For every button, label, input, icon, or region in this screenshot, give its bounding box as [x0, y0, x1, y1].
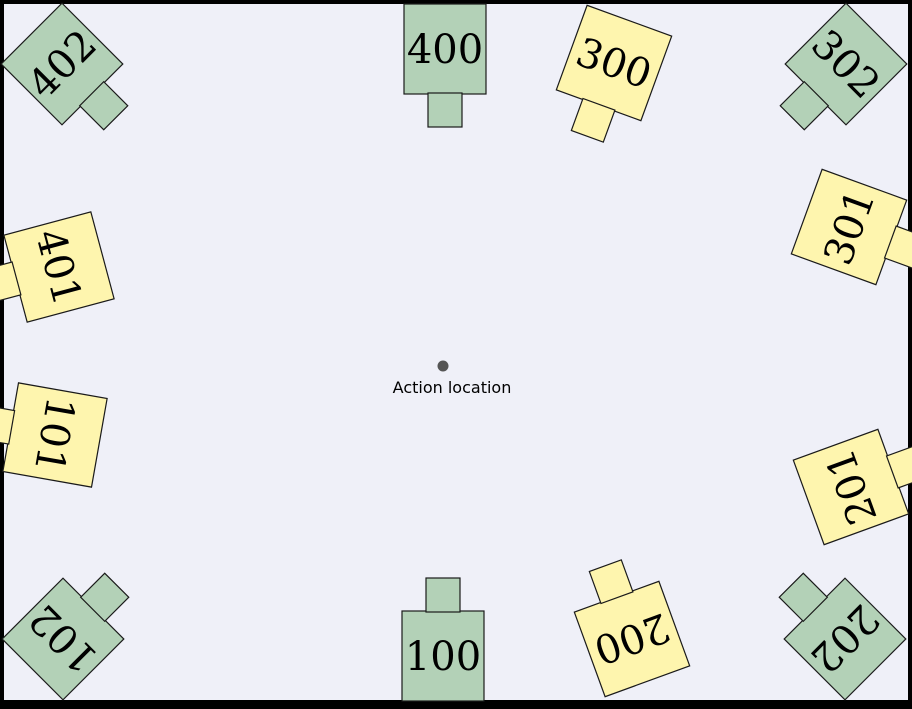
- action-location-marker: [437, 360, 449, 372]
- device-401: 401: [0, 211, 115, 323]
- device-connector: [570, 97, 616, 143]
- device-connector: [885, 443, 912, 489]
- device-102: 102: [1, 572, 130, 701]
- device-connector: [779, 80, 830, 131]
- device-connector: [588, 559, 634, 605]
- device-302: 302: [779, 2, 908, 131]
- action-location: Action location: [393, 360, 512, 397]
- device-202: 202: [778, 572, 907, 701]
- device-402: 402: [0, 2, 129, 131]
- device-100: 100: [401, 577, 485, 702]
- device-connector: [0, 261, 22, 305]
- device-connector: [78, 80, 129, 131]
- device-label: 400: [407, 27, 483, 73]
- device-connector: [883, 225, 912, 271]
- device-label: 100: [405, 634, 481, 680]
- action-location-label: Action location: [393, 378, 512, 397]
- device-101: 101: [0, 382, 108, 488]
- device-connector: [425, 577, 461, 613]
- device-connector: [427, 92, 463, 128]
- device-body: [401, 610, 485, 702]
- device-301: 301: [790, 168, 912, 286]
- device-300: 300: [555, 4, 673, 143]
- device-body: [403, 3, 487, 95]
- device-connector: [0, 404, 16, 445]
- device-connector: [79, 572, 130, 623]
- device-400: 400: [403, 3, 487, 128]
- device-connector: [778, 572, 829, 623]
- device-200: 200: [573, 559, 691, 698]
- device-201: 201: [792, 428, 912, 546]
